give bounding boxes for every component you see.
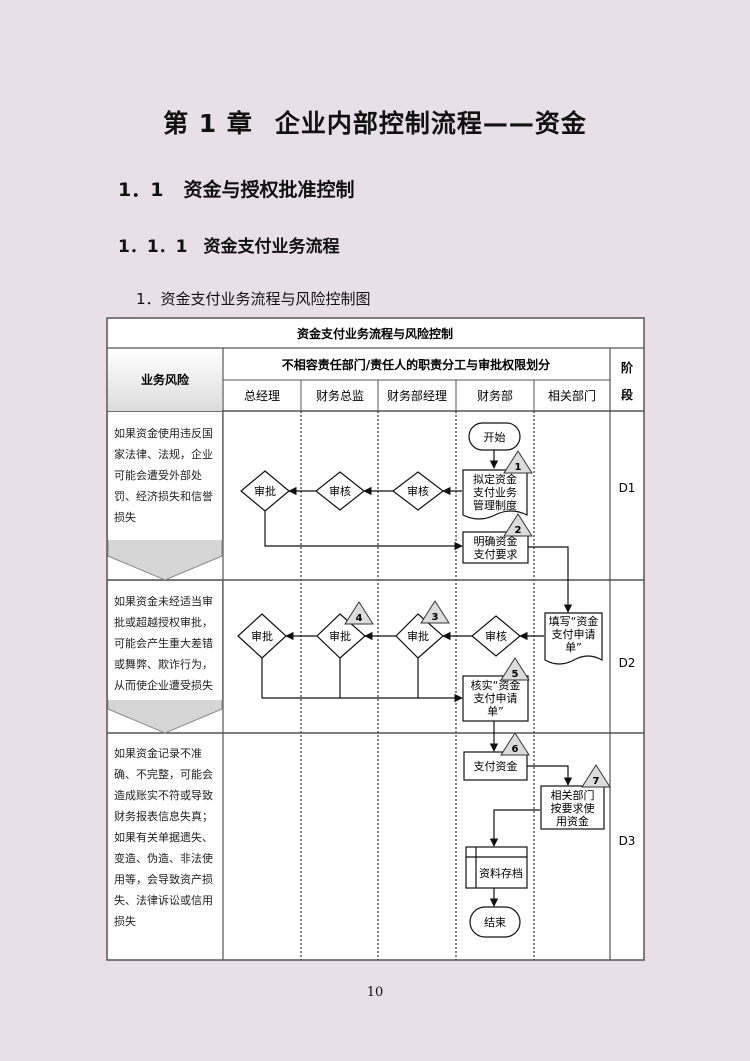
review-diamond-finance-dept-d2 bbox=[471, 615, 521, 657]
risk-1-line-5: 损失 bbox=[114, 510, 136, 524]
draft-policy-document bbox=[462, 469, 528, 520]
column-header-related-dept: 相关部门 bbox=[548, 388, 596, 403]
marker-triangle-4 bbox=[344, 601, 374, 625]
verify-request-line-3: 单” bbox=[487, 705, 504, 718]
risk-2-line-5: 从而使企业遭受损失 bbox=[114, 678, 213, 692]
pay-funds-label: 支付资金 bbox=[474, 759, 518, 773]
end-node bbox=[469, 906, 521, 938]
fill-request-line-1: 填写“资金 bbox=[549, 614, 599, 628]
review-label-d2: 审核 bbox=[485, 629, 507, 643]
risk-header: 业务风险 bbox=[141, 372, 190, 387]
use-funds-line-3: 用资金 bbox=[556, 814, 589, 828]
marker-triangle-5 bbox=[500, 657, 530, 681]
archive-label: 资料存档 bbox=[479, 866, 523, 880]
risk-3-line-2: 确、不完整，可能会 bbox=[114, 767, 213, 781]
approve-label-d1: 审批 bbox=[254, 484, 276, 498]
use-funds-box bbox=[540, 785, 605, 830]
approve-diamond-cfo-d2 bbox=[316, 613, 366, 659]
column-header-finance-manager: 财务部经理 bbox=[387, 388, 447, 403]
column-header-cfo: 财务总监 bbox=[316, 388, 364, 403]
risk-2-line-4: 或舞弊、欺诈行为， bbox=[114, 658, 213, 671]
marker-triangle-6 bbox=[500, 732, 530, 756]
risk-3-line-8: 失、法律诉讼或信用 bbox=[114, 893, 213, 907]
stage-d2: D2 bbox=[619, 656, 636, 670]
table-title: 资金支付业务流程与风险控制 bbox=[297, 326, 453, 341]
marker-triangle-7 bbox=[581, 764, 611, 788]
risk-3-line-6: 变造、伪造、非法使 bbox=[114, 851, 213, 865]
risk-3-line-3: 造成账实不符或导致 bbox=[114, 788, 213, 802]
risk-3-line-1: 如果资金记录不准 bbox=[114, 746, 202, 760]
risk-3-line-7: 用等，会导致资产损 bbox=[114, 872, 213, 886]
marker-6: 6 bbox=[512, 744, 519, 755]
marker-2: 2 bbox=[515, 525, 522, 536]
approve-label-d2-c: 审批 bbox=[251, 629, 273, 643]
payment-requirement-line-2: 支付要求 bbox=[474, 548, 518, 561]
risk-3-line-9: 损失 bbox=[114, 914, 136, 928]
fill-request-line-3: 单” bbox=[565, 641, 582, 654]
marker-triangle-3 bbox=[420, 600, 450, 624]
approve-diamond-ceo-d1 bbox=[240, 470, 290, 512]
column-header-finance-dept: 财务部 bbox=[477, 388, 513, 403]
start-node bbox=[468, 422, 521, 451]
review-diamond-finance-manager-d1 bbox=[392, 471, 444, 511]
payment-requirement-line-1: 明确资金 bbox=[474, 534, 518, 548]
marker-triangle-2 bbox=[503, 513, 533, 537]
risk-1-line-1: 如果资金使用违反国 bbox=[114, 426, 213, 440]
risk-1-line-3: 可能会遭受外部处 bbox=[114, 468, 202, 482]
page-number: 10 bbox=[366, 985, 384, 1000]
end-label: 结束 bbox=[484, 916, 506, 929]
verify-request-line-1: 核实“资金 bbox=[471, 678, 521, 692]
pay-funds-box bbox=[463, 751, 528, 781]
draft-policy-line-1: 拟定资金 bbox=[473, 472, 517, 486]
risk-2-line-3: 可能会产生重大差错 bbox=[114, 636, 213, 650]
use-funds-line-2: 按要求使 bbox=[551, 801, 595, 815]
risk-1-line-4: 罚、经济损失和信誉 bbox=[114, 489, 213, 503]
use-funds-line-1: 相关部门 bbox=[551, 788, 595, 802]
division-header: 不相容责任部门/责任人的职责分工与审批权限划分 bbox=[282, 357, 550, 372]
review-diamond-cfo-d1 bbox=[315, 471, 365, 511]
review-label-d1-b: 审核 bbox=[329, 484, 351, 498]
chapter-title: 第 1 章企业内部控制流程——资金 bbox=[163, 109, 587, 138]
start-label: 开始 bbox=[484, 430, 506, 444]
marker-7: 7 bbox=[593, 776, 600, 787]
risk-3-line-4: 财务报表信息失真； bbox=[114, 809, 213, 823]
column-header-ceo: 总经理 bbox=[244, 389, 280, 403]
marker-triangle-1 bbox=[503, 450, 533, 474]
draft-policy-line-3: 管理制度 bbox=[473, 498, 517, 512]
verify-request-box bbox=[462, 675, 529, 722]
stage-d3: D3 bbox=[619, 834, 636, 848]
approve-diamond-ceo-d2 bbox=[237, 613, 287, 659]
draft-policy-line-2: 支付业务 bbox=[473, 486, 517, 499]
risk-2-line-1: 如果资金未经适当审 bbox=[114, 594, 213, 608]
review-label-d1-a: 审核 bbox=[407, 484, 429, 498]
marker-1: 1 bbox=[515, 462, 522, 473]
marker-5: 5 bbox=[512, 669, 519, 680]
stage-header-2: 段 bbox=[621, 387, 634, 402]
marker-3: 3 bbox=[432, 612, 439, 623]
stage-header-1: 阶 bbox=[621, 360, 634, 375]
fill-request-document bbox=[544, 612, 603, 665]
approve-label-d2-b: 审批 bbox=[329, 629, 351, 643]
marker-4: 4 bbox=[356, 613, 363, 624]
risk-3-line-5: 如果有关单据遗失、 bbox=[114, 830, 213, 844]
figure-caption: 1．资金支付业务流程与风险控制图 bbox=[136, 290, 371, 308]
verify-request-line-2: 支付申请 bbox=[474, 692, 518, 705]
approve-label-d2-a: 审批 bbox=[407, 629, 429, 643]
risk-2-line-2: 批或超越授权审批， bbox=[114, 615, 213, 629]
fill-request-line-2: 支付申请 bbox=[552, 628, 596, 641]
payment-requirement-box bbox=[462, 531, 529, 564]
stage-d1: D1 bbox=[619, 481, 636, 495]
risk-1-line-2: 家法律、法规，企业 bbox=[114, 447, 213, 461]
approve-diamond-finance-manager-d2 bbox=[395, 613, 444, 659]
